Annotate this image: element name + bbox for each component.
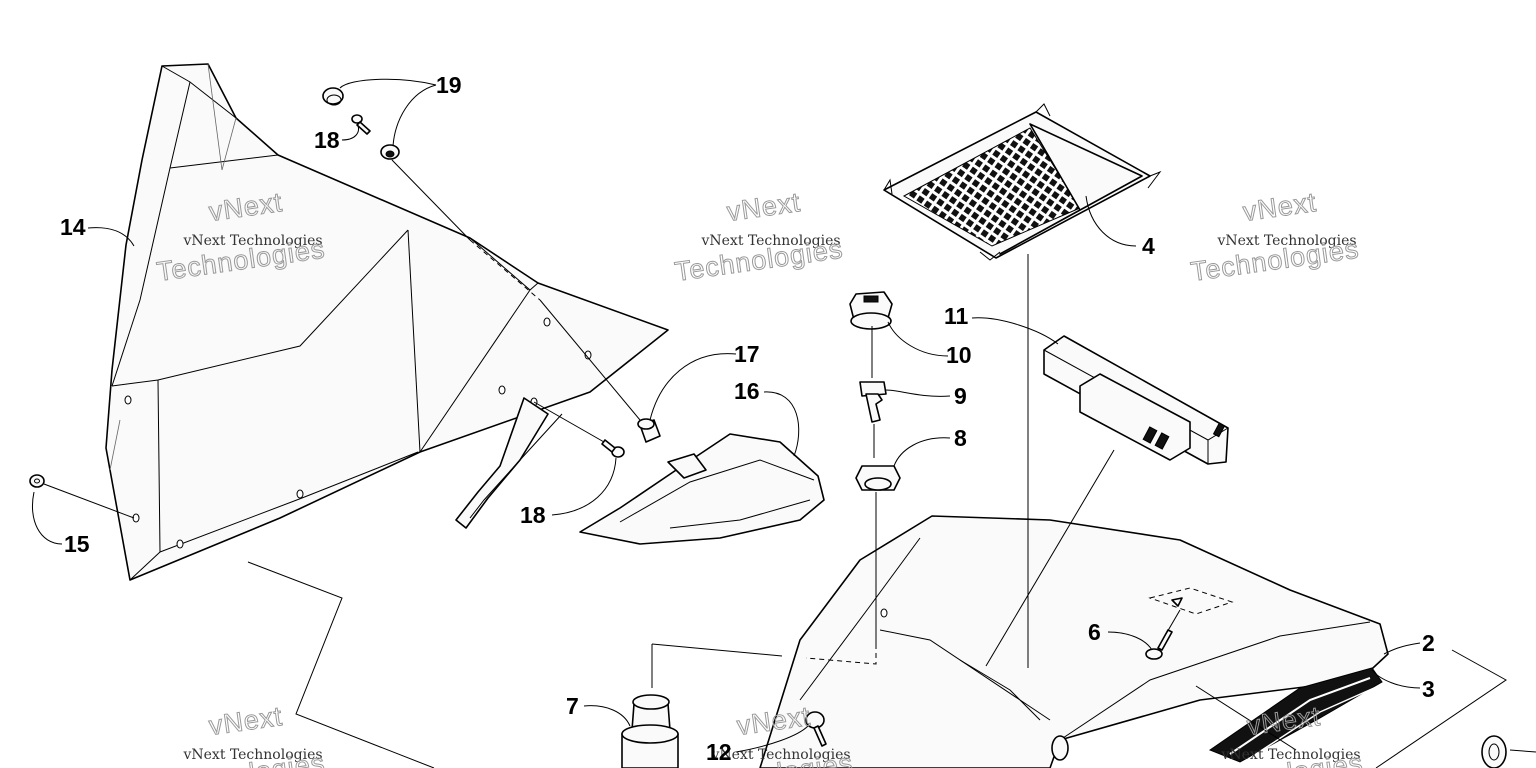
callout-labels: 19 18 14 4 11 10 17 16 9 8 18 15 6 2 3 7…: [60, 72, 1435, 765]
svg-text:vNext Technologies: vNext Technologies: [182, 747, 322, 763]
nut-part-8: [855, 465, 901, 491]
leader-lines: [32, 78, 1421, 753]
key-part-9: [859, 381, 887, 423]
grommet-part-19: [322, 87, 400, 160]
svg-text:vNext Technologies: vNext Technologies: [710, 747, 850, 763]
hood-part-2: [759, 515, 1389, 768]
svg-text:vNext: vNext: [1241, 187, 1318, 227]
rivet-part-15: [29, 474, 45, 488]
assembly-lines: [43, 159, 1536, 768]
callout-11: 11: [944, 303, 969, 329]
module-part-11: [1043, 335, 1229, 465]
callout-17: 17: [734, 341, 760, 367]
svg-text:vNext: vNext: [207, 701, 284, 741]
bolt-part-12: [805, 711, 827, 747]
mirror-part-16: [579, 433, 825, 545]
callout-15: 15: [64, 531, 90, 557]
screw-part-6: [1145, 629, 1173, 660]
windshield-part-14: [105, 63, 669, 581]
mesh-tray-part-4: [883, 103, 1162, 261]
svg-text:vNext: vNext: [1245, 701, 1322, 741]
callout-6: 6: [1088, 619, 1101, 645]
watermark-4: vNext vNext Technologies Technologies: [154, 701, 327, 768]
screw-part-18-top: [351, 114, 371, 135]
screw-part-18-lower: [601, 439, 625, 458]
watermark-2: vNext vNext Technologies Technologies: [672, 187, 845, 288]
callout-2: 2: [1422, 630, 1435, 656]
watermark-3: vNext vNext Technologies Technologies: [1188, 187, 1361, 288]
callout-19: 19: [436, 72, 462, 98]
fuel-cap-part-7: [621, 694, 679, 768]
callout-3: 3: [1422, 676, 1435, 702]
svg-text:vNext Technologies: vNext Technologies: [700, 233, 840, 249]
svg-text:vNext Technologies: vNext Technologies: [1220, 747, 1360, 763]
panel-part-3: [1208, 667, 1383, 763]
callout-9: 9: [954, 383, 967, 409]
key-cap-part-10: [849, 291, 893, 330]
svg-text:vNext: vNext: [725, 187, 802, 227]
callout-4: 4: [1142, 233, 1155, 259]
svg-text:vNext Technologies: vNext Technologies: [1216, 233, 1356, 249]
callout-18-lower: 18: [520, 502, 546, 528]
ring-part-partial: [1481, 735, 1507, 768]
callout-12: 12: [706, 739, 732, 765]
callout-7: 7: [566, 693, 579, 719]
callout-8: 8: [954, 425, 967, 451]
bushing-part-17: [637, 418, 661, 443]
callout-14: 14: [60, 214, 86, 240]
callout-16: 16: [734, 378, 760, 404]
callout-18-top: 18: [314, 127, 340, 153]
callout-10: 10: [946, 342, 972, 368]
svg-text:vNext Technologies: vNext Technologies: [182, 233, 322, 249]
